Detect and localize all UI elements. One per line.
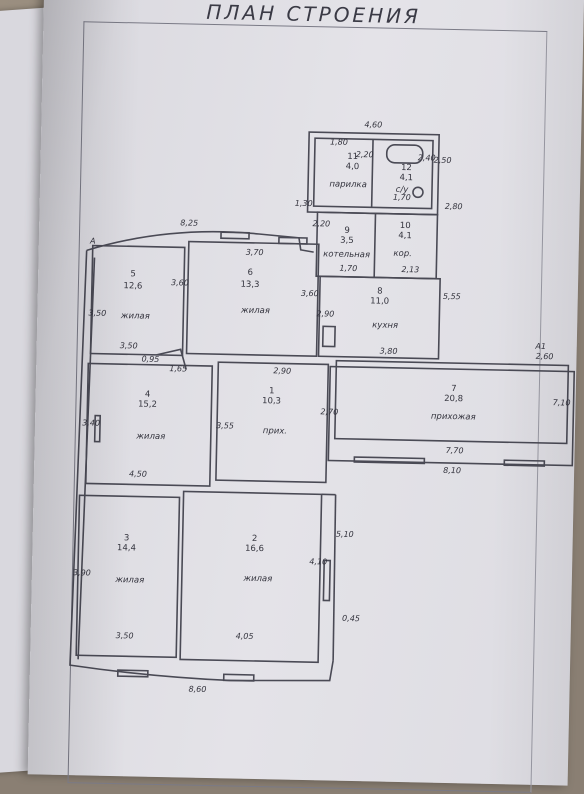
dim-label: 8,60 — [189, 685, 207, 694]
room-area: 20,8 — [444, 394, 463, 404]
dim-label: 3,40 — [82, 418, 100, 427]
room-label: прихожая — [431, 412, 476, 423]
dim-label: 4,50 — [129, 469, 147, 478]
room-label: жилая — [135, 431, 165, 442]
wall-room-6 — [187, 242, 319, 357]
dim-label: 8,25 — [180, 218, 198, 227]
room-area: 14,4 — [117, 543, 136, 553]
room-area: 15,2 — [138, 399, 157, 409]
room-label: прих. — [263, 426, 287, 437]
wall-room-5 — [91, 246, 185, 356]
wall-boiler-corr-split — [374, 213, 375, 277]
room-label: жилая — [114, 575, 144, 586]
room-area: 3,5 — [340, 236, 354, 246]
room-number: 3 — [124, 533, 130, 543]
room-area: 16,6 — [245, 544, 264, 554]
room-label: парилка — [329, 179, 367, 190]
room-area: 4,1 — [399, 173, 413, 183]
dim-label: 3,60 — [301, 289, 319, 298]
dim-label: 3,60 — [171, 278, 189, 287]
stove-icon — [323, 326, 335, 346]
wall-room-4 — [86, 363, 212, 486]
wall-boiler-corridor — [316, 212, 437, 278]
dim-label: 3,50 — [88, 308, 106, 317]
dim-label: 4,05 — [236, 632, 254, 641]
document-page: ПЛАН СТРОЕНИЯ — [28, 0, 584, 786]
dim-label: 1,80 — [330, 137, 348, 146]
dim-label: 3,55 — [216, 421, 234, 430]
room-area: 12,6 — [123, 281, 142, 291]
dim-label: 2,90 — [273, 366, 291, 375]
window-room-7-b — [504, 460, 544, 466]
room-area: 13,3 — [240, 280, 259, 290]
dim-label: 4,10 — [309, 557, 327, 566]
room-number: 12 — [401, 163, 412, 173]
dim-label: 7,10 — [553, 398, 571, 407]
room-label: жилая — [240, 306, 270, 317]
floor-plan: 5 12,6 жилая 6 13,3 жилая 11 4,0 парилка… — [28, 0, 584, 786]
dim-label: 2,13 — [401, 265, 419, 274]
dim-label: 5,55 — [443, 292, 461, 301]
room-number: 8 — [377, 286, 383, 296]
dim-label: 3,50 — [116, 631, 134, 640]
room-number: 9 — [344, 226, 350, 236]
room-area: 10,3 — [262, 396, 281, 406]
dim-label: 1,30 — [295, 199, 313, 208]
axis-marker: А — [89, 236, 96, 245]
dim-label: 3,70 — [246, 248, 264, 257]
dim-label: 8,10 — [443, 466, 461, 475]
room-number: 4 — [145, 390, 151, 400]
room-area: 4,0 — [346, 162, 360, 172]
dim-label: 5,10 — [336, 530, 354, 539]
room-label: жилая — [120, 311, 150, 322]
room-number: 1 — [269, 386, 275, 396]
dim-label: 3,80 — [380, 347, 398, 356]
dim-label: 3,50 — [120, 341, 138, 350]
room-label: кор. — [393, 249, 412, 259]
room-number: 5 — [130, 269, 136, 279]
window-room-6 — [279, 237, 307, 244]
dim-label: 1,70 — [339, 264, 357, 273]
window-room-6-b — [221, 232, 249, 239]
dim-label: 3,90 — [73, 568, 91, 577]
dim-label: 0,45 — [342, 614, 360, 623]
room-label: жилая — [242, 574, 272, 585]
dim-label: 2,20 — [356, 150, 374, 159]
room-label: кухня — [372, 320, 398, 331]
dim-label: 4,60 — [364, 120, 382, 129]
room-number: 7 — [451, 384, 457, 394]
room-area: 4,1 — [398, 231, 412, 241]
window-room-7 — [354, 457, 424, 463]
dim-label: 2,20 — [312, 219, 330, 228]
dim-label: 1,65 — [169, 364, 187, 373]
dim-label: 2,70 — [320, 407, 338, 416]
dim-label: 0,95 — [141, 355, 159, 364]
room-number: 6 — [247, 268, 253, 278]
room-number: 2 — [252, 534, 258, 544]
dim-label: 2,50 — [434, 156, 452, 165]
wall-left-outer — [70, 250, 342, 682]
axis-marker: А1 — [534, 342, 546, 351]
room-number: 10 — [400, 221, 411, 231]
dim-label: 1,70 — [393, 193, 411, 202]
wall-ext-right-v — [332, 495, 336, 661]
dim-label: 7,70 — [446, 446, 464, 455]
toilet-icon — [413, 187, 423, 197]
dim-label: 2,60 — [536, 352, 554, 361]
room-label: котельная — [323, 249, 370, 260]
dim-label: 2,90 — [316, 309, 334, 318]
room-area: 11,0 — [370, 296, 389, 306]
dim-label: 2,80 — [445, 202, 463, 211]
